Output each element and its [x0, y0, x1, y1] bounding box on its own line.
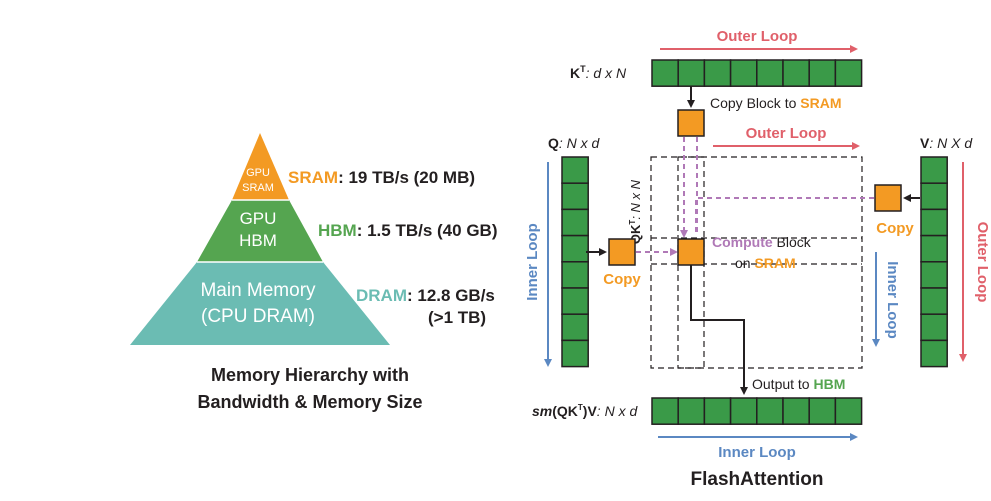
kt-label: KT: d x N	[570, 64, 627, 81]
pyramid-dram-label-2: (CPU DRAM)	[201, 306, 315, 327]
v-cell	[920, 313, 948, 342]
output-cell	[651, 397, 679, 425]
compute-label-2: on SRAM	[735, 255, 796, 271]
qkt-region	[650, 156, 863, 369]
kt-matrix	[651, 59, 863, 87]
output-label: Output to HBM	[752, 376, 845, 392]
output-cell	[729, 397, 758, 425]
pyramid-hbm-label-2: HBM	[239, 231, 277, 250]
v-cell	[920, 339, 948, 368]
kt-cell	[677, 59, 706, 87]
kt-cell	[756, 59, 784, 87]
v-cell	[920, 261, 948, 289]
q-matrix	[561, 156, 589, 368]
pyramid-sram-tier	[232, 133, 289, 200]
q-sram-block	[608, 238, 636, 266]
q-label: Q: N x d	[548, 135, 601, 151]
inner-loop-left-label: Inner Loop	[524, 223, 541, 301]
v-sram-block	[874, 184, 902, 212]
kt-cell	[729, 59, 758, 87]
memory-pyramid: GPU SRAM GPU HBM Main Memory (CPU DRAM)	[130, 133, 390, 345]
output-cell	[782, 397, 810, 425]
v-copy-label: Copy	[876, 220, 914, 237]
copy-block-label: Copy Block to SRAM	[710, 95, 842, 111]
pyramid-dram-label-1: Main Memory	[200, 280, 316, 301]
q-cell	[561, 287, 589, 315]
pyramid-hbm-tier	[197, 200, 323, 262]
sram-spec: SRAM: 19 TB/s (20 MB)	[288, 168, 475, 187]
dram-spec-capacity: (>1 TB)	[428, 308, 486, 327]
kt-cell	[782, 59, 810, 87]
output-matrix-label: sm(QKT)V: N x d	[532, 403, 638, 419]
v-cell	[920, 156, 948, 184]
output-cell	[756, 397, 784, 425]
kt-cell	[703, 59, 732, 87]
pyramid-dram-tier	[130, 262, 390, 345]
output-cell	[834, 397, 863, 425]
compute-block	[677, 238, 705, 266]
kt-cell	[651, 59, 679, 87]
v-label: V: N X d	[920, 135, 973, 151]
v-cell	[920, 208, 948, 237]
output-matrix	[651, 397, 863, 425]
qkt-label: QKT: N x N	[628, 179, 643, 244]
q-cell	[561, 234, 589, 263]
q-copy-label: Copy	[603, 271, 641, 288]
kt-sram-block	[677, 109, 705, 137]
output-cell	[677, 397, 706, 425]
v-cell	[920, 234, 948, 263]
inner-loop-bottom-label: Inner Loop	[718, 444, 796, 461]
dram-spec: DRAM: 12.8 GB/s	[356, 286, 495, 305]
caption-line-1: Memory Hierarchy with	[211, 365, 409, 385]
pyramid-sram-label-1: GPU	[246, 167, 270, 179]
pyramid-hbm-label-1: GPU	[240, 209, 277, 228]
hbm-spec: HBM: 1.5 TB/s (40 GB)	[318, 221, 497, 240]
v-cell	[920, 182, 948, 211]
output-path	[690, 265, 748, 395]
v-cell	[920, 287, 948, 315]
output-cell	[703, 397, 732, 425]
q-cell	[561, 182, 589, 211]
outer-loop-top-label: Outer Loop	[717, 28, 798, 45]
q-cell	[561, 313, 589, 342]
pyramid-sram-label-2: SRAM	[242, 182, 274, 194]
v-to-compute-flow	[695, 197, 874, 236]
inner-loop-right-label: Inner Loop	[884, 261, 901, 339]
output-cell	[808, 397, 837, 425]
q-cell	[561, 156, 589, 184]
outer-loop-right-label: Outer Loop	[974, 222, 991, 303]
flashattention-title: FlashAttention	[691, 469, 824, 490]
q-cell	[561, 208, 589, 237]
outer-loop-mid-label: Outer Loop	[746, 125, 827, 142]
compute-label-1: Compute Block	[712, 234, 812, 250]
kt-cell	[834, 59, 863, 87]
q-cell	[561, 261, 589, 289]
kt-cell	[808, 59, 837, 87]
caption-line-2: Bandwidth & Memory Size	[197, 392, 422, 412]
q-cell	[561, 339, 589, 368]
v-matrix	[920, 156, 948, 368]
